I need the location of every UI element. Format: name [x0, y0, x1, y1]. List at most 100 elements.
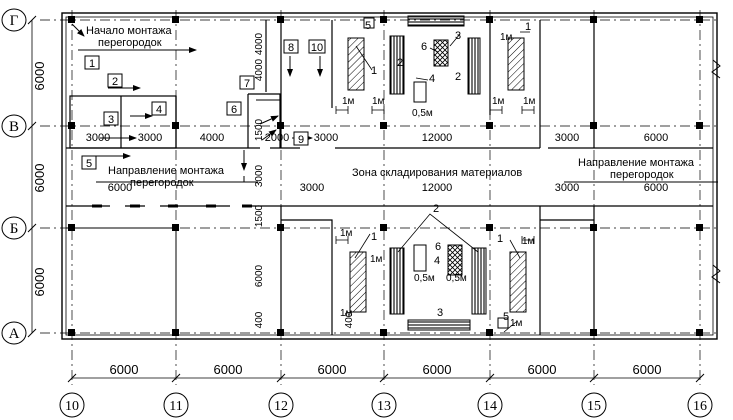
dim-top-2: 4000: [200, 132, 224, 144]
callout-4-low: 4: [434, 255, 440, 267]
leaders: [335, 31, 535, 333]
callout-6-low: 6: [435, 241, 441, 253]
dim-top-7: 6000: [644, 132, 668, 144]
left-dim-0: 6000: [32, 62, 47, 91]
row-axis-a: А: [9, 326, 20, 342]
stack-vlines: [389, 35, 405, 95]
row-axis-b: Б: [10, 221, 19, 237]
dim-top-3: 2000: [265, 132, 289, 144]
step-9: 9: [298, 134, 304, 146]
gap-05m-b: 0,5м: [414, 273, 435, 284]
dim-bot-1: 3000: [300, 182, 324, 194]
step-4: 4: [156, 104, 162, 116]
direction-arrows: [71, 23, 718, 183]
vdim-7: 400: [344, 311, 355, 328]
dim-top-6: 3000: [555, 132, 579, 144]
callout-6-top: 6: [421, 41, 427, 53]
gap-1m-j: 1м: [510, 318, 523, 329]
dim-top-1: 3000: [138, 132, 162, 144]
vdim-1: 4000: [254, 58, 265, 81]
stack-vlines-2: [467, 37, 481, 95]
gap-1m-d: 1м: [523, 96, 536, 107]
dim-bot-2: 12000: [422, 182, 453, 194]
stack-top: [407, 15, 465, 27]
stack-vlines-4: [471, 247, 487, 315]
callout-4-top: 4: [429, 73, 435, 85]
bottom-dims: [67, 373, 705, 383]
callouts: 5 3 6 2 2 1 4 1 2 1 6 4 1 3 5: [365, 20, 531, 323]
stack-cross: [433, 39, 449, 67]
col-axis-11: 11: [169, 399, 182, 414]
vdim-0: 4000: [254, 32, 265, 55]
stack-cross-2: [447, 244, 463, 276]
stack-small-2: [497, 317, 509, 329]
row-axis-bubbles: [1, 8, 27, 345]
callout-2-top: 2: [397, 57, 403, 69]
callout-5-top: 5: [365, 20, 371, 32]
material-stacks-lower: [349, 244, 527, 331]
stack-hatched-2: [507, 37, 525, 91]
left-dim-2: 6000: [32, 268, 47, 297]
step-1: 1: [89, 58, 95, 70]
gap-1m-i: 1м: [340, 308, 353, 319]
vertical-dims: 4000 4000 1500 3000 1500 6000 400 400: [254, 32, 355, 328]
col-axis-bubbles: [59, 392, 713, 418]
col-axis-16: 16: [693, 399, 707, 414]
gap-1m-a: 1м: [342, 96, 355, 107]
bottom-dim-1: 6000: [214, 362, 243, 377]
dim-bot-3: 3000: [555, 182, 579, 194]
step-boxes: [81, 39, 326, 170]
step-8: 8: [288, 42, 294, 54]
columns: [68, 16, 703, 336]
dir-right-line2: перегородок: [610, 169, 674, 181]
gap-1m-g: 1м: [370, 254, 383, 265]
stack-hatched-3: [349, 251, 367, 313]
col-axis-15: 15: [587, 399, 601, 414]
gap-05m-a: 0,5м: [412, 108, 433, 119]
gap-1m-b: 1м: [372, 96, 385, 107]
bottom-dim-0: 6000: [110, 362, 139, 377]
callout-1-low-r: 1: [497, 233, 503, 245]
dim-bot-4: 6000: [644, 182, 668, 194]
left-dims: [27, 15, 37, 338]
vdim-5: 6000: [254, 264, 265, 287]
step-5: 5: [86, 158, 92, 170]
step-10: 10: [311, 42, 323, 54]
callout-3-low: 3: [437, 307, 443, 319]
dim-top-5: 12000: [422, 132, 453, 144]
callout-1-top: 1: [371, 65, 377, 77]
building-outline: [40, 10, 721, 385]
step-3: 3: [108, 114, 114, 126]
step-box-labels: 1 2 3 4 5 6 7 8 10 9: [86, 42, 323, 170]
callout-3-top: 3: [455, 30, 461, 42]
headings: Начало монтажа перегородок Направление м…: [86, 25, 695, 189]
dir-left-line2: перегородок: [130, 177, 194, 189]
stack-hatched-4: [509, 251, 527, 313]
stack-small: [363, 17, 375, 29]
gap-1m-f: 1м: [340, 228, 353, 239]
vdim-4: 1500: [254, 204, 265, 227]
stack-vlines-3: [389, 247, 405, 315]
callout-1-low: 1: [371, 231, 377, 243]
left-dim-1: 6000: [32, 164, 47, 193]
bottom-dim-2: 6000: [318, 362, 347, 377]
dim-bot-0: 6000: [108, 182, 132, 194]
vdim-6: 400: [254, 311, 265, 328]
col-axis-13: 13: [377, 399, 391, 414]
callout-2-top-r: 2: [455, 71, 461, 83]
stack-bottom: [407, 319, 471, 331]
stack-hatched: [347, 37, 365, 91]
dir-right-line1: Направление монтажа: [578, 157, 695, 169]
bottom-dim-5: 6000: [633, 362, 662, 377]
vdim-2: 1500: [254, 118, 265, 141]
gap-1m-h: 1м: [522, 236, 535, 247]
callout-5-low: 5: [503, 311, 509, 323]
bottom-dim-4: 6000: [528, 362, 557, 377]
stack-box-2: [413, 244, 427, 272]
gap-1m-c: 1м: [492, 96, 505, 107]
start-label-line1: Начало монтажа: [86, 25, 173, 37]
material-stacks-upper: [347, 15, 525, 103]
stack-box: [413, 81, 427, 103]
row-axis-v: В: [9, 119, 19, 135]
